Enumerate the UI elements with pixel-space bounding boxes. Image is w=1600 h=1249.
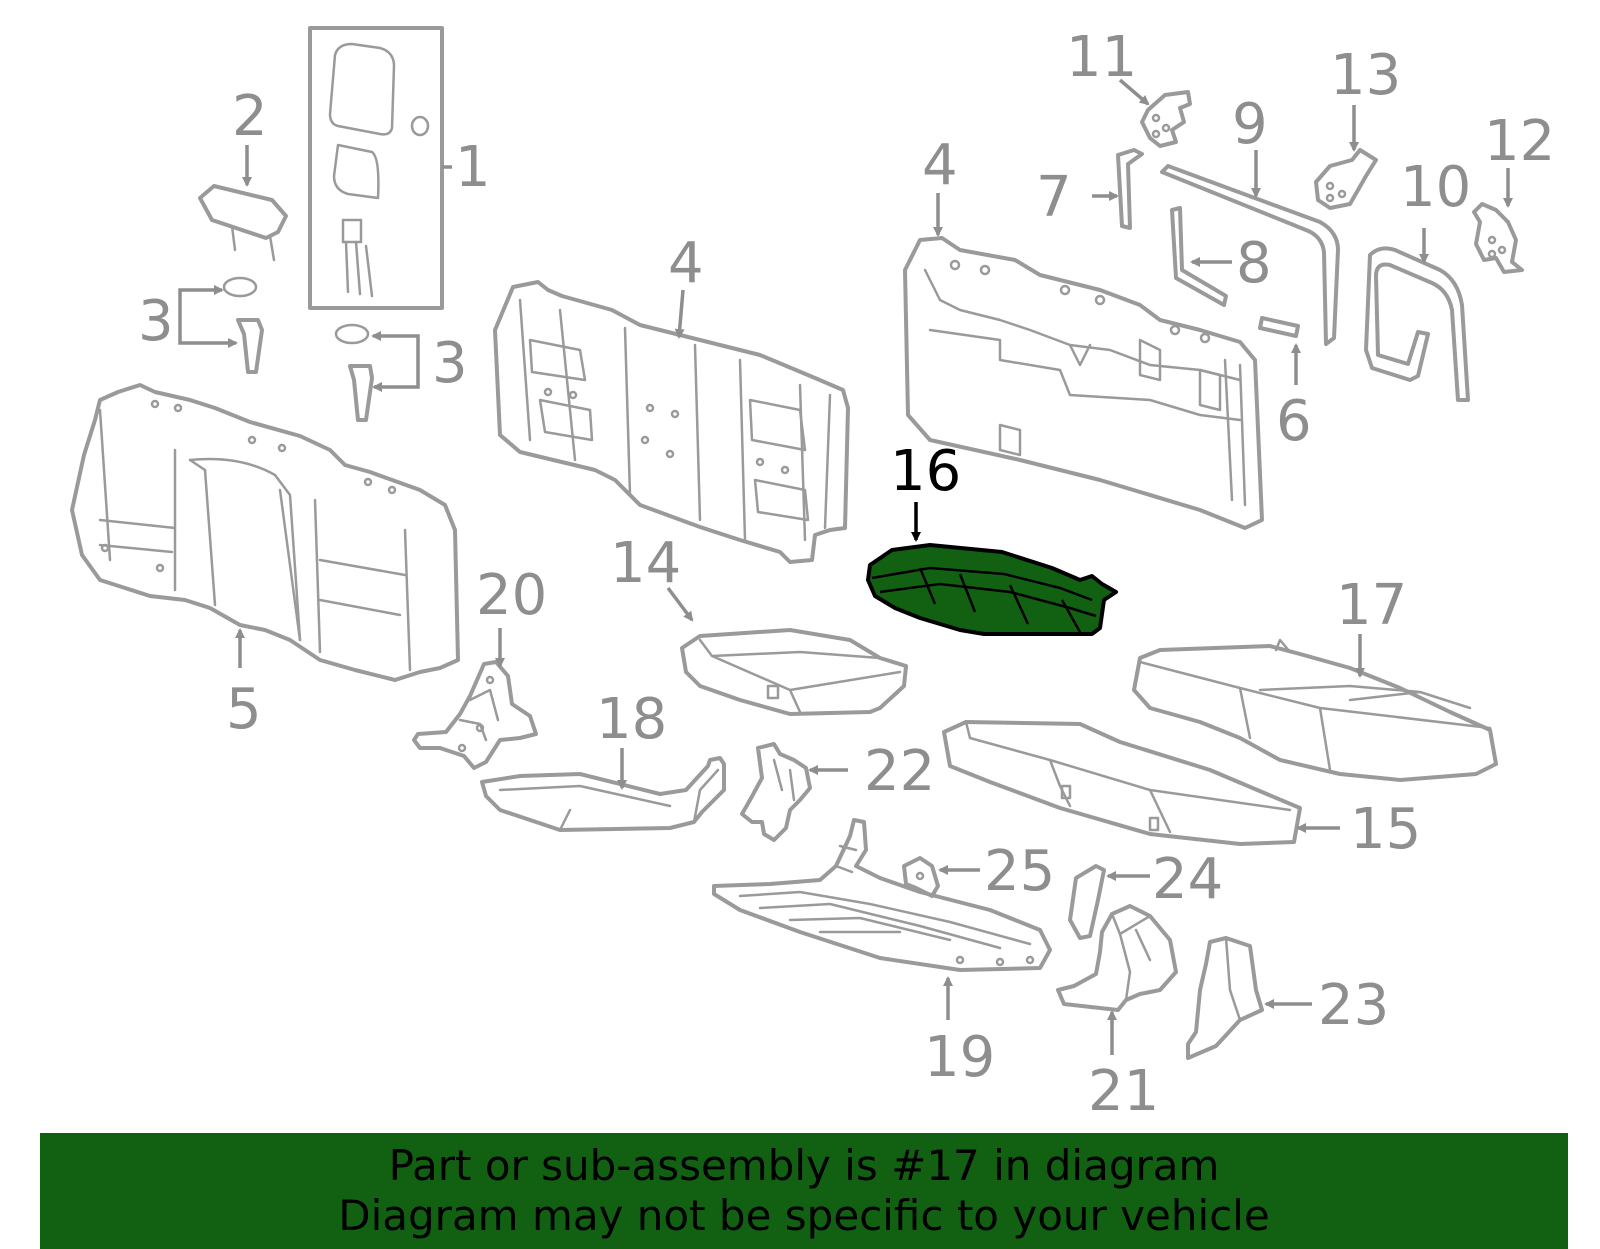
part-21-bracket xyxy=(412,628,538,770)
part-18-cushion-assembly xyxy=(1132,634,1498,782)
callout-4: 4 xyxy=(668,231,704,296)
part-8-bracket xyxy=(1092,148,1144,230)
part-19-pan xyxy=(480,748,726,832)
part-7-clip xyxy=(1258,316,1301,385)
callout-12: 11 xyxy=(1066,25,1137,90)
part-2-headrest xyxy=(198,145,288,262)
part-6-seat-back-assembly xyxy=(70,383,460,682)
part-25-trim xyxy=(1068,864,1150,940)
callout-13: 12 xyxy=(1484,109,1555,174)
part-5-back-panel xyxy=(903,193,1264,530)
callout-8: 7 xyxy=(1036,165,1072,230)
callout-11: 10 xyxy=(1400,155,1471,220)
callout-2: 2 xyxy=(232,84,268,149)
banner-line-1: Part or sub-assembly is #17 in diagram xyxy=(388,1141,1220,1190)
part-15-cushion-pad xyxy=(666,586,908,716)
callout-21: 20 xyxy=(476,563,547,628)
banner-line-2: Diagram may not be specific to your vehi… xyxy=(338,1191,1270,1240)
part-26-clip xyxy=(902,856,980,898)
part-16-cushion xyxy=(942,720,1340,846)
part-10-seal xyxy=(1160,150,1340,346)
part-24-panel xyxy=(1186,936,1312,1060)
callout-18: 17 xyxy=(1336,573,1407,638)
part-14-hinge xyxy=(1314,105,1378,210)
part-11-frame-seal xyxy=(1364,228,1470,402)
callout-7: 6 xyxy=(1276,389,1312,454)
part-22-bracket xyxy=(1056,904,1178,1055)
part-3-bolt-right xyxy=(334,323,420,422)
callout-20: 19 xyxy=(924,1025,995,1090)
callout-6: 5 xyxy=(226,677,262,742)
part-23-bracket xyxy=(740,742,848,842)
part-9-trim-strip xyxy=(1170,206,1232,307)
callout-15: 14 xyxy=(610,531,681,596)
part-3-bolt-left xyxy=(178,276,264,374)
callout-23: 22 xyxy=(864,739,935,804)
callout-3-left: 3 xyxy=(138,289,174,354)
callout-1: 1 xyxy=(455,135,491,200)
part-12-hinge xyxy=(1118,78,1192,148)
callout-25: 24 xyxy=(1152,847,1223,912)
part-1-headrest-kit xyxy=(308,26,452,310)
callout-10: 9 xyxy=(1232,92,1268,157)
callout-17: 16 xyxy=(890,439,961,504)
info-banner: Part or sub-assembly is #17 in diagram D… xyxy=(40,1133,1568,1249)
callout-16: 15 xyxy=(1350,797,1421,862)
callout-5: 4 xyxy=(922,133,958,198)
callout-26: 25 xyxy=(984,839,1055,904)
callout-22: 21 xyxy=(1088,1059,1159,1124)
part-13-hinge xyxy=(1472,168,1524,274)
callout-9: 8 xyxy=(1236,231,1272,296)
part-17-highlighted xyxy=(866,502,1118,636)
callout-14: 13 xyxy=(1330,43,1401,108)
callout-24: 23 xyxy=(1318,973,1389,1038)
callout-3-right: 3 xyxy=(432,331,468,396)
part-20-base-frame xyxy=(712,818,1052,1020)
part-4-seat-back-frame xyxy=(493,280,850,564)
callout-19: 18 xyxy=(596,687,667,752)
